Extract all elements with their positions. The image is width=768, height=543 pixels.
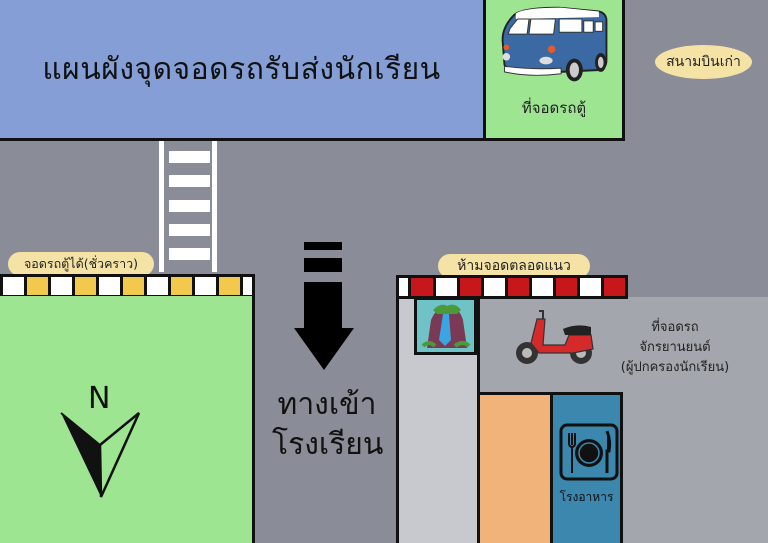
crosswalk-stripe	[169, 200, 210, 212]
curb-red-white	[396, 275, 628, 299]
canteen-building: โรงอาหาร	[550, 392, 623, 543]
canteen-label: โรงอาหาร	[559, 490, 614, 504]
waterfall-feature	[414, 297, 477, 355]
motorcycle-parking-label: ที่จอดรถ จักรยานยนต์ (ผู้ปกครองนักเรียน)	[600, 318, 750, 378]
school-entrance-line2: โรงเรียน	[272, 427, 384, 462]
scooter-icon	[516, 310, 594, 364]
no-parking-label: ห้ามจอดตลอดแนว	[438, 254, 590, 278]
motorcycle-parking-line1: ที่จอดรถ	[651, 320, 699, 335]
school-entrance-label: ทางเข้า โรงเรียน	[272, 385, 384, 465]
school-entrance-line1: ทางเข้า	[277, 387, 377, 422]
green-area-left	[0, 296, 255, 543]
map-title-block: แผนผังจุดจอดรถรับส่งนักเรียน	[0, 0, 486, 141]
compass-north-label: N	[88, 381, 111, 416]
orange-building	[477, 392, 553, 543]
crosswalk-edge-left	[159, 141, 164, 272]
down-arrow-icon	[294, 242, 354, 370]
van-icon	[501, 6, 608, 82]
motorcycle-parking-line2: จักรยานยนต์	[639, 340, 711, 355]
waterfall-icon	[421, 304, 471, 348]
old-airport-label: สนามบินเก่า	[655, 45, 752, 79]
north-arrow-icon	[60, 412, 141, 498]
crosswalk-stripe	[169, 175, 210, 187]
crosswalk-stripe	[169, 224, 210, 236]
van-parking-area: ที่จอดรถตู้	[483, 0, 625, 141]
curb-yellow-white	[0, 274, 255, 298]
van-parking-label: ที่จอดรถตู้	[521, 99, 587, 117]
temp-van-parking-label: จอดรถตู้ได้(ชั่วคราว)	[8, 252, 154, 276]
crosswalk-stripe	[169, 248, 210, 260]
map-title: แผนผังจุดจอดรถรับส่งนักเรียน	[42, 51, 441, 87]
crosswalk-edge-right	[212, 141, 217, 272]
crosswalk-stripe	[169, 151, 210, 163]
plate-fork-knife-icon	[559, 423, 619, 481]
motorcycle-parking-line3: (ผู้ปกครองนักเรียน)	[620, 360, 730, 375]
